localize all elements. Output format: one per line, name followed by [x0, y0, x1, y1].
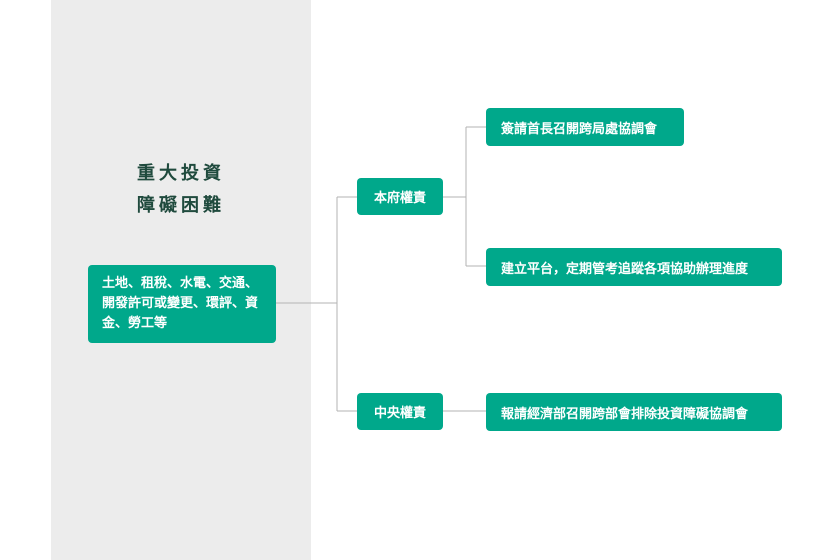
branch-node-label: 本府權責: [373, 191, 426, 206]
leaf-node-text: 報請經濟部召開跨部會排除投資障礙協調會: [501, 406, 749, 422]
branch-node-central: 中央權責: [357, 393, 443, 430]
title-line-1: 重大投資: [137, 163, 225, 184]
diagram-title: 重大投資 障礙困難: [51, 158, 311, 222]
leaf-node-mayor-meeting: 簽請首長召開跨局處協調會: [486, 108, 684, 146]
leaf-node-tracking-platform: 建立平台，定期管考追蹤各項協助辦理進度: [486, 248, 782, 286]
root-node: 土地、租稅、水電、交通、開發許可或變更、環評、資金、勞工等: [88, 265, 276, 343]
title-line-2: 障礙困難: [137, 195, 225, 216]
root-node-text: 土地、租稅、水電、交通、開發許可或變更、環評、資金、勞工等: [102, 276, 259, 331]
branch-node-local: 本府權責: [357, 178, 443, 215]
leaf-node-ministry-meeting: 報請經濟部召開跨部會排除投資障礙協調會: [486, 393, 782, 431]
leaf-node-text: 簽請首長召開跨局處協調會: [501, 121, 658, 137]
branch-node-label: 中央權責: [373, 406, 426, 421]
leaf-node-text: 建立平台，定期管考追蹤各項協助辦理進度: [501, 261, 749, 277]
